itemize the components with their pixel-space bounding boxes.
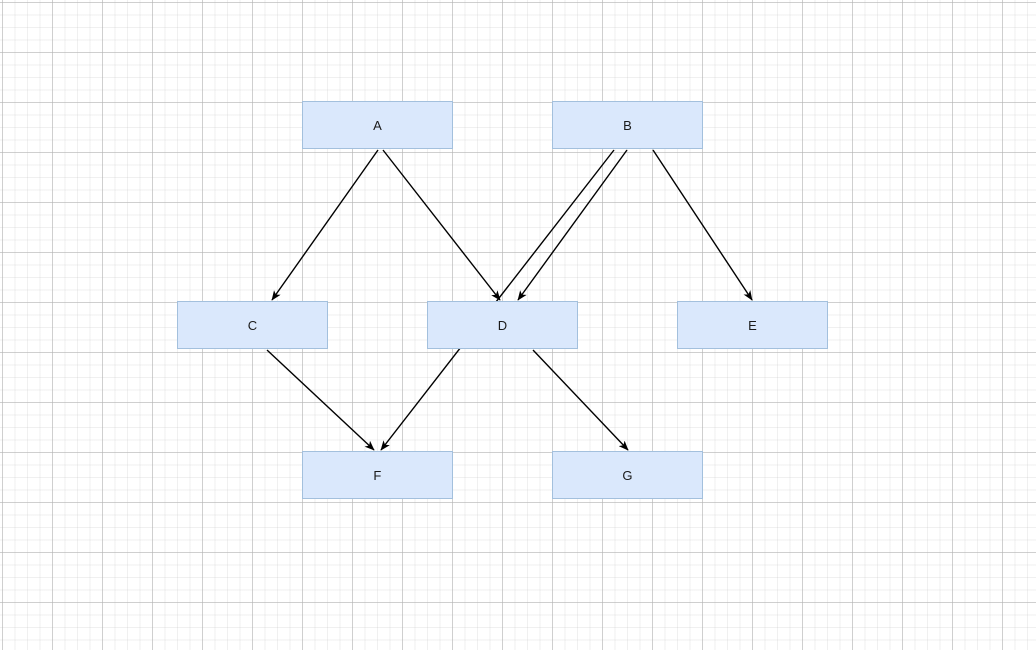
- node-b[interactable]: B: [552, 101, 703, 149]
- edge-b-to-f[interactable]: [380, 149, 615, 451]
- edge-a-to-c[interactable]: [271, 149, 379, 301]
- node-g[interactable]: G: [552, 451, 703, 499]
- node-d[interactable]: D: [427, 301, 578, 349]
- node-label-g: G: [622, 467, 633, 483]
- edge-d-to-g[interactable]: [532, 349, 629, 451]
- edge-b-to-d[interactable]: [517, 149, 628, 301]
- node-a[interactable]: A: [302, 101, 453, 149]
- edge-b-to-e[interactable]: [652, 149, 753, 301]
- edge-c-to-f[interactable]: [266, 349, 375, 451]
- node-c[interactable]: C: [177, 301, 328, 349]
- edges-group: [266, 149, 753, 451]
- node-label-d: D: [497, 317, 508, 333]
- node-e[interactable]: E: [677, 301, 828, 349]
- node-label-b: B: [623, 117, 632, 133]
- edge-a-to-d[interactable]: [382, 149, 501, 301]
- node-f[interactable]: F: [302, 451, 453, 499]
- node-label-a: A: [373, 117, 382, 133]
- node-label-f: F: [373, 467, 382, 483]
- node-label-c: C: [247, 317, 258, 333]
- node-label-e: E: [748, 317, 757, 333]
